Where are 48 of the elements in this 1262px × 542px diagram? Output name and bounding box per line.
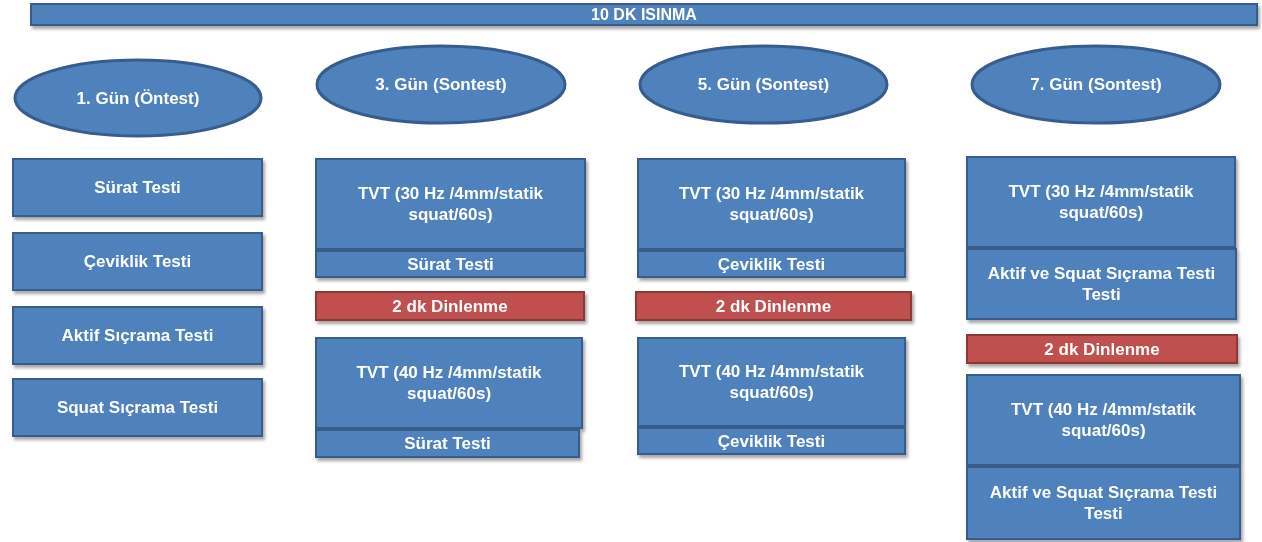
box-label: Squat Sıçrama Testi: [55, 397, 220, 418]
box-label: Aktif ve Squat Sıçrama Testi Testi: [988, 482, 1219, 524]
day-ellipse: [13, 58, 263, 138]
box-label: 3. Gün (Sontest): [374, 74, 508, 95]
box-label: Sürat Testi: [403, 433, 492, 454]
box-label: Aktif Sıçrama Testi: [60, 325, 215, 346]
test-box: [315, 429, 580, 458]
test-box: [12, 306, 263, 365]
test-box: [12, 158, 263, 217]
box-label: TVT (30 Hz /4mm/statik squat/60s): [356, 183, 545, 225]
rest-box: [315, 291, 585, 321]
box-label: TVT (30 Hz /4mm/statik squat/60s): [677, 183, 866, 225]
box-label: Çeviklik Testi: [82, 251, 193, 272]
box-label: 10 DK ISINMA: [590, 5, 698, 25]
box-label: 7. Gün (Sontest): [1029, 74, 1163, 95]
test-box: [637, 427, 906, 455]
rest-box: [966, 334, 1238, 364]
protocol-box: [966, 374, 1241, 466]
box-label: TVT (40 Hz /4mm/statik squat/60s): [355, 362, 543, 404]
test-box: [966, 248, 1237, 320]
box-label: Sürat Testi: [406, 253, 495, 275]
box-label: Sürat Testi: [93, 177, 182, 198]
day-ellipse: [638, 44, 889, 125]
box-label: Çeviklik Testi: [716, 430, 827, 452]
protocol-box: [637, 337, 906, 427]
protocol-box: [315, 158, 586, 250]
test-box: [637, 250, 906, 278]
protocol-box: [315, 337, 583, 429]
box-label: 2 dk Dinlenme: [714, 295, 833, 317]
box-label: TVT (30 Hz /4mm/statik squat/60s): [1007, 181, 1195, 223]
box-label: 2 dk Dinlenme: [391, 295, 509, 317]
test-box: [12, 378, 263, 437]
day-ellipse: [970, 44, 1222, 125]
banner: [30, 3, 1258, 26]
box-label: TVT (40 Hz /4mm/statik squat/60s): [1009, 399, 1198, 441]
test-box: [12, 232, 263, 291]
test-box: [315, 250, 586, 278]
box-label: Aktif ve Squat Sıçrama Testi Testi: [986, 263, 1217, 305]
box-label: 2 dk Dinlenme: [1043, 338, 1161, 360]
rest-box: [635, 291, 912, 321]
protocol-box: [966, 156, 1236, 248]
box-label: TVT (40 Hz /4mm/statik squat/60s): [677, 361, 866, 403]
test-box: [966, 466, 1241, 540]
box-label: 1. Gün (Öntest): [75, 87, 201, 109]
box-label: Çeviklik Testi: [716, 253, 827, 275]
day-ellipse: [315, 44, 567, 125]
protocol-box: [637, 158, 906, 250]
box-label: 5. Gün (Sontest): [696, 74, 831, 95]
